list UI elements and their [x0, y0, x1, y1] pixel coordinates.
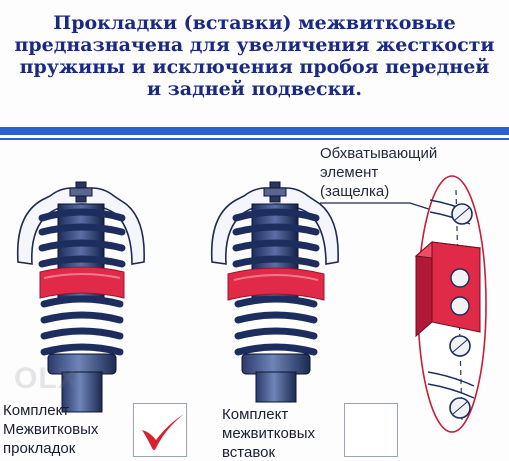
left-strut-assembly: [16, 181, 145, 413]
headline: Прокладки (вставки) межвитковые предназн…: [0, 12, 509, 100]
headline-line-3: пружины и исключения пробоя передней: [19, 56, 490, 78]
option-right-line-3: вставок: [222, 444, 276, 461]
middle-strut-body: [241, 353, 311, 375]
divider-gap: [0, 135, 509, 138]
left-spring: [38, 208, 126, 356]
detail-red-insert-block: [414, 240, 482, 338]
middle-strut-assembly: [210, 181, 339, 403]
blue-divider-thin: [0, 138, 509, 140]
left-red-insert: [39, 266, 125, 299]
middle-spring: [232, 208, 320, 356]
detail-center-axis: [455, 189, 463, 421]
detail-insert-front: [431, 241, 481, 333]
callout-line-1: Обхватывающий: [320, 145, 438, 162]
middle-top-nut: [263, 187, 287, 197]
suspension-illustration: [16, 175, 487, 433]
option-right-line-1: Комплект: [222, 406, 289, 423]
red-checkmark-icon: [142, 414, 184, 450]
left-red-insert-highlight: [43, 273, 121, 279]
callout-line-2: элемент: [320, 164, 379, 181]
headline-line-2: предназначена для увеличения жесткости: [14, 34, 495, 56]
detail-oval: [414, 175, 487, 433]
option-left-line-3: прокладок: [3, 440, 76, 457]
middle-red-insert-highlight: [233, 274, 319, 281]
watermark: OLX: [14, 362, 79, 395]
detail-wire-hatch-top: [454, 207, 470, 221]
left-top-nut: [69, 187, 93, 197]
detail-wire-hatch-mid: [452, 339, 468, 353]
option-checkbox-inserts[interactable]: [344, 403, 398, 457]
option-label-inserts-pads: Комплект Межвитковых прокладок: [3, 401, 98, 458]
option-right-line-2: межвитковых: [222, 425, 316, 442]
option-left-line-1: Комплект: [3, 402, 70, 419]
headline-line-1: Прокладки (вставки) межвитковые: [53, 12, 456, 34]
detail-wire-hatch-bottom: [452, 401, 468, 415]
blue-divider-band: [0, 127, 509, 135]
callout-leader-line: [320, 202, 439, 213]
callout-label: Обхватывающий элемент (защелка): [320, 144, 437, 201]
callout-line-3: (защелка): [320, 183, 390, 200]
middle-strut-tube: [255, 371, 297, 403]
headline-line-4: и задней подвески.: [146, 78, 363, 100]
detail-insert-hole-top: [450, 268, 470, 288]
middle-top-mount: [210, 187, 339, 265]
option-label-inserts: Комплект межвитковых вставок: [222, 405, 315, 461]
option-checkbox-pads[interactable]: [133, 403, 187, 457]
option-left-line-2: Межвитковых: [3, 421, 99, 438]
detail-insert-hole-bottom: [450, 296, 470, 316]
left-strut-tube: [61, 371, 103, 413]
left-top-mount: [16, 187, 145, 265]
